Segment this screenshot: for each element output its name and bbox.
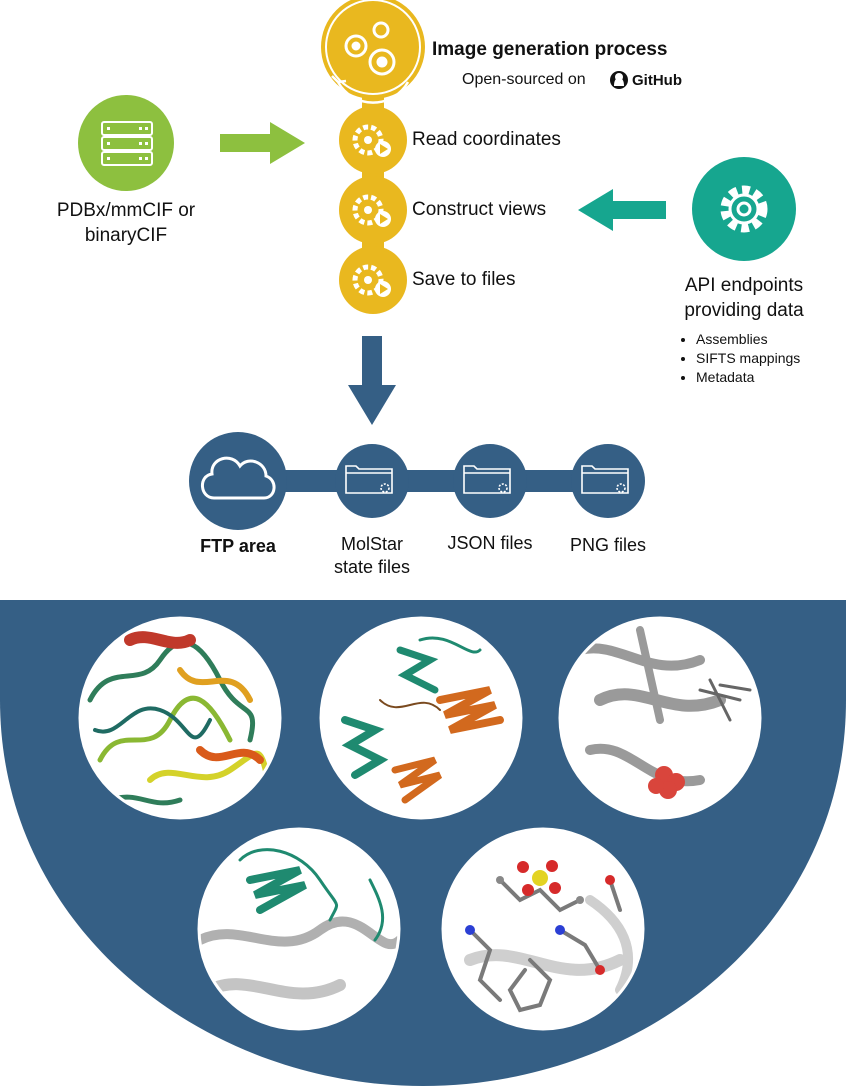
folder-gear-icon bbox=[581, 465, 629, 494]
server-icon bbox=[101, 121, 153, 166]
step-read-coordinates: Read coordinates bbox=[412, 129, 561, 150]
process-title: Image generation process bbox=[432, 39, 668, 60]
output-png-label: PNG files bbox=[569, 535, 647, 555]
gear-play-icon bbox=[352, 194, 391, 227]
input-circle bbox=[78, 95, 174, 191]
api-label: API endpoints providing data bbox=[664, 273, 824, 323]
input-arrow bbox=[220, 122, 305, 164]
output-json-label: JSON files bbox=[447, 533, 533, 553]
api-circle bbox=[692, 157, 796, 261]
structure-thumbnail bbox=[80, 618, 280, 818]
api-label-line2: providing data bbox=[684, 300, 804, 321]
output-ftp-label: FTP area bbox=[200, 536, 276, 556]
process-chain bbox=[321, 0, 425, 314]
step-construct-views: Construct views bbox=[412, 199, 547, 220]
structure-thumbnail bbox=[560, 618, 760, 818]
api-item-metadata: Metadata bbox=[696, 368, 800, 387]
input-label-line2: binaryCIF bbox=[84, 225, 168, 246]
folder-gear-icon bbox=[345, 465, 393, 494]
structure-thumbnail bbox=[199, 829, 399, 1029]
output-arrow bbox=[348, 336, 396, 425]
github-link[interactable]: GitHub bbox=[632, 72, 682, 89]
cloud-icon bbox=[201, 456, 276, 500]
output-molstar-line2: state files bbox=[333, 557, 411, 577]
folder-gear-icon bbox=[463, 465, 511, 494]
api-label-line1: API endpoints bbox=[684, 275, 804, 296]
gear-play-icon bbox=[352, 264, 391, 297]
api-item-sifts: SIFTS mappings bbox=[696, 349, 800, 368]
api-item-assemblies: Assemblies bbox=[696, 330, 800, 349]
open-sourced-label: Open-sourced on bbox=[462, 71, 586, 88]
output-molstar-label: MolStar state files bbox=[312, 533, 432, 579]
structure-thumbnail bbox=[321, 618, 521, 818]
input-label-line1: PDBx/mmCIF or bbox=[56, 200, 196, 221]
gears-icon bbox=[331, 21, 410, 104]
gear-icon bbox=[720, 185, 768, 233]
output-molstar-line1: MolStar bbox=[340, 534, 403, 554]
api-data-list: Assemblies SIFTS mappings Metadata bbox=[678, 330, 800, 387]
structure-thumbnail bbox=[443, 829, 643, 1029]
step-save-to-files: Save to files bbox=[412, 269, 516, 290]
gear-play-icon bbox=[352, 124, 391, 157]
outputs-chain bbox=[189, 432, 645, 530]
input-label: PDBx/mmCIF or binaryCIF bbox=[36, 198, 216, 248]
api-arrow bbox=[578, 189, 666, 231]
thumbnail-borders bbox=[78, 616, 762, 1031]
github-icon bbox=[610, 71, 628, 89]
